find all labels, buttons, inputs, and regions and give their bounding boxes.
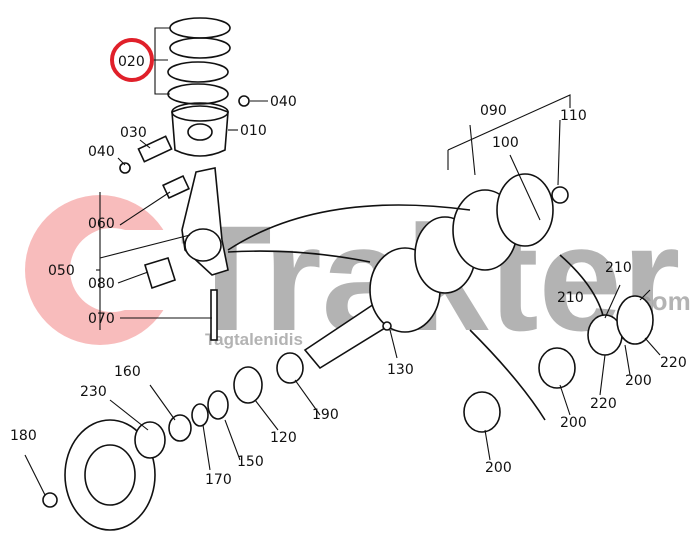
label-210[interactable]: 210 bbox=[557, 290, 584, 306]
piston bbox=[119, 95, 250, 174]
front-parts bbox=[42, 295, 654, 531]
label-090[interactable]: 090 bbox=[480, 103, 507, 119]
label-120[interactable]: 120 bbox=[270, 430, 297, 446]
leader-lines bbox=[24, 59, 661, 496]
label-180[interactable]: 180 bbox=[10, 428, 37, 444]
label-150[interactable]: 150 bbox=[237, 454, 264, 470]
label-060[interactable]: 060 bbox=[88, 216, 115, 232]
watermark-sub: Tagtalenidis bbox=[205, 330, 303, 349]
label-230[interactable]: 230 bbox=[80, 384, 107, 400]
label-030[interactable]: 030 bbox=[120, 125, 147, 141]
label-130[interactable]: 130 bbox=[387, 362, 414, 378]
crankshaft bbox=[303, 94, 571, 370]
label-220[interactable]: 220 bbox=[660, 355, 687, 371]
label-010[interactable]: 010 bbox=[240, 123, 267, 139]
piston-rings bbox=[154, 17, 231, 105]
label-190[interactable]: 190 bbox=[312, 407, 339, 423]
label-200[interactable]: 200 bbox=[485, 460, 512, 476]
label-050[interactable]: 050 bbox=[48, 263, 75, 279]
connecting-rod bbox=[99, 167, 229, 341]
label-040[interactable]: 040 bbox=[270, 94, 297, 110]
label-110[interactable]: 110 bbox=[560, 108, 587, 124]
label-200[interactable]: 200 bbox=[560, 415, 587, 431]
label-200[interactable]: 200 bbox=[625, 373, 652, 389]
label-160[interactable]: 160 bbox=[114, 364, 141, 380]
label-080[interactable]: 080 bbox=[88, 276, 115, 292]
label-070[interactable]: 070 bbox=[88, 311, 115, 327]
label-020[interactable]: 020 bbox=[118, 54, 145, 70]
label-040[interactable]: 040 bbox=[88, 144, 115, 160]
label-170[interactable]: 170 bbox=[205, 472, 232, 488]
label-100[interactable]: 100 bbox=[492, 135, 519, 151]
label-220[interactable]: 220 bbox=[590, 396, 617, 412]
label-210[interactable]: 210 bbox=[605, 260, 632, 276]
highlight-circle-020 bbox=[110, 38, 154, 82]
